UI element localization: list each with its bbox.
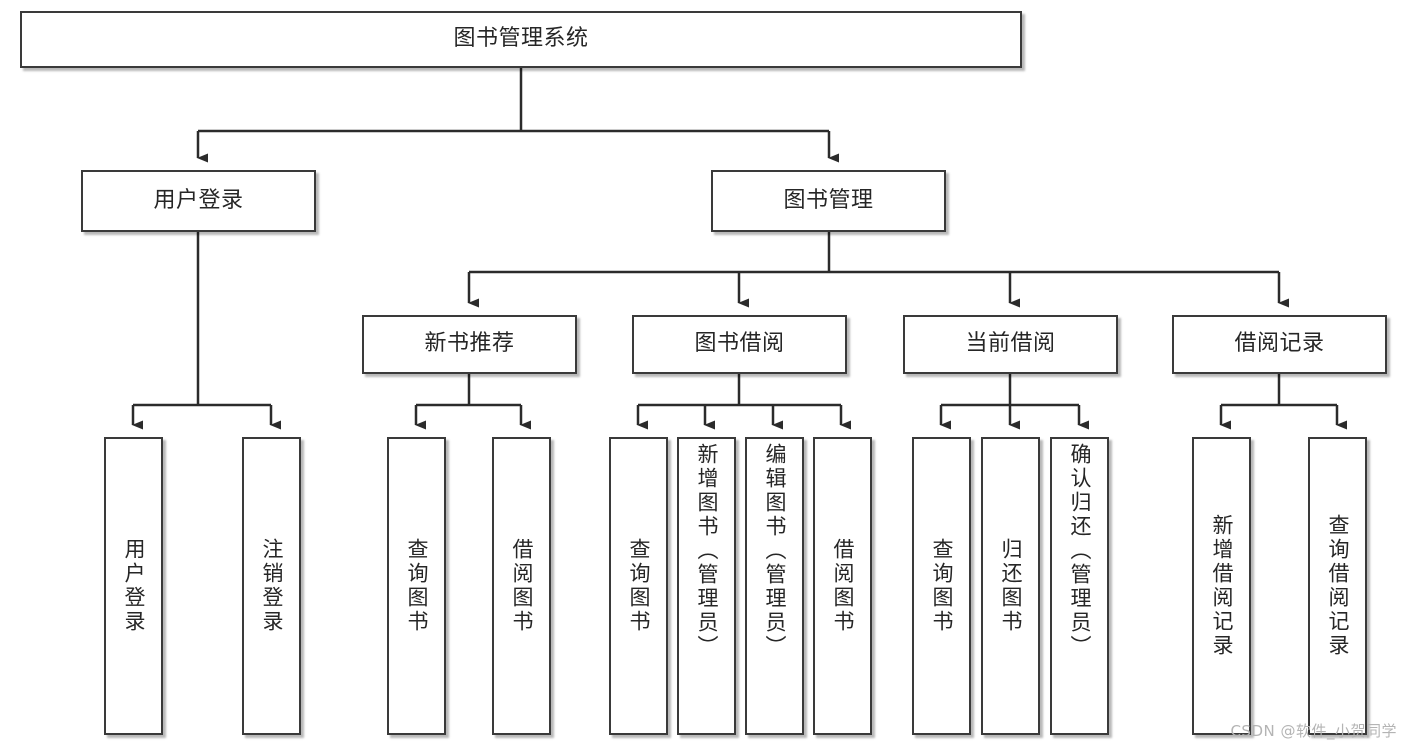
node-label: 图书管理 (783, 187, 874, 213)
leaf-edit-book[interactable]: 编辑图书（管理员） (745, 437, 804, 735)
node-label: 图书借阅 (694, 331, 785, 357)
node-book-management[interactable]: 图书管理 (711, 170, 946, 232)
leaf-borrow-book-recommend[interactable]: 借阅图书 (492, 437, 551, 735)
leaf-label: 用户登录 (122, 538, 146, 634)
leaf-label: 查询图书 (930, 538, 954, 634)
leaf-confirm-return[interactable]: 确认归还（管理员） (1050, 437, 1109, 735)
leaf-label: 归还图书 (999, 538, 1023, 634)
leaf-label: 借阅图书 (510, 538, 534, 634)
node-label: 当前借阅 (965, 331, 1056, 357)
node-book-borrow[interactable]: 图书借阅 (632, 315, 847, 374)
leaf-add-borrow-record[interactable]: 新增借阅记录 (1192, 437, 1251, 735)
node-label: 图书管理系统 (453, 26, 589, 52)
leaf-label: 查询借阅记录 (1326, 514, 1350, 658)
node-borrow-record[interactable]: 借阅记录 (1172, 315, 1387, 374)
node-current-borrow[interactable]: 当前借阅 (903, 315, 1118, 374)
node-label: 新书推荐 (424, 331, 515, 357)
leaf-label: 编辑图书（管理员） (763, 443, 787, 659)
leaf-label: 确认归还（管理员） (1068, 443, 1092, 659)
node-user-login[interactable]: 用户登录 (81, 170, 316, 232)
leaf-query-book-recommend[interactable]: 查询图书 (387, 437, 446, 735)
node-new-book-recommend[interactable]: 新书推荐 (362, 315, 577, 374)
leaf-label: 借阅图书 (831, 538, 855, 634)
node-label: 借阅记录 (1234, 331, 1325, 357)
leaf-user-login[interactable]: 用户登录 (104, 437, 163, 735)
leaf-label: 注销登录 (260, 538, 284, 634)
leaf-add-book[interactable]: 新增图书（管理员） (677, 437, 736, 735)
leaf-label: 查询图书 (405, 538, 429, 634)
leaf-label: 查询图书 (627, 538, 651, 634)
leaf-logout-login[interactable]: 注销登录 (242, 437, 301, 735)
leaf-query-book-borrow[interactable]: 查询图书 (609, 437, 668, 735)
leaf-borrow-book[interactable]: 借阅图书 (813, 437, 872, 735)
leaf-query-book-current[interactable]: 查询图书 (912, 437, 971, 735)
leaf-query-borrow-record[interactable]: 查询借阅记录 (1308, 437, 1367, 735)
leaf-return-book[interactable]: 归还图书 (981, 437, 1040, 735)
node-label: 用户登录 (153, 187, 244, 213)
leaf-label: 新增图书（管理员） (695, 443, 719, 659)
leaf-label: 新增借阅记录 (1210, 514, 1234, 658)
connectors (131, 68, 1347, 430)
node-book-management-system[interactable]: 图书管理系统 (20, 11, 1022, 68)
